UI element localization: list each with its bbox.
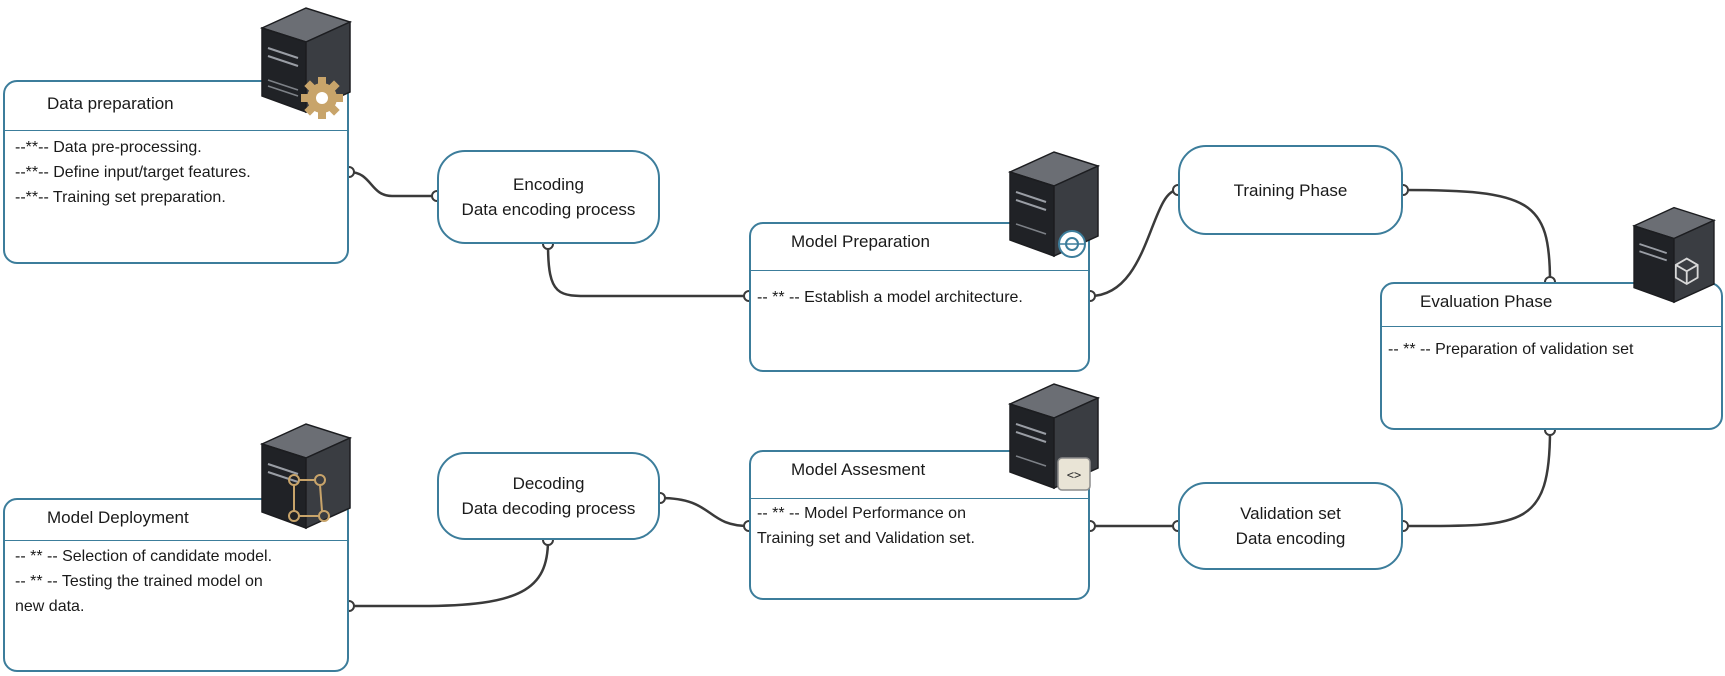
box-divider: [1382, 326, 1721, 327]
body-line: --**-- Training set preparation.: [15, 189, 226, 206]
box-title: Evaluation Phase: [1420, 292, 1553, 311]
body-line: -- ** -- Testing the trained model on: [15, 573, 263, 590]
decoding-node: Decoding Data decoding process: [437, 452, 660, 540]
connector-modelassesment-decoding: [659, 496, 750, 528]
connector-encoding-modelpreparation: [546, 243, 749, 298]
box-title: Model Deployment: [47, 508, 189, 527]
body-line: Training set and Validation set.: [757, 530, 975, 547]
node-label: Encoding: [513, 175, 584, 194]
connector-evaluation-validation: [1402, 429, 1552, 528]
box-body: -- ** -- Preparation of validation set: [1388, 337, 1715, 362]
model-deployment-box: Model Deployment -- ** -- Selection of c…: [3, 498, 349, 672]
node-label: Decoding: [512, 474, 585, 493]
gear-icon: [301, 77, 343, 119]
box-divider: [5, 540, 347, 541]
server-icon: [258, 4, 354, 119]
box-body: -- ** -- Model Performance on Training s…: [757, 501, 1082, 551]
server-icon: [1006, 148, 1102, 258]
server-icon: [258, 420, 354, 530]
box-body: -- ** -- Selection of candidate model. -…: [15, 544, 341, 619]
node-label: Data encoding: [1235, 529, 1346, 548]
server-icon: <>: [1006, 380, 1102, 491]
cube-icon: [1674, 257, 1699, 286]
network-icon: [1058, 230, 1086, 258]
body-line: --**-- Data pre-processing.: [15, 139, 202, 156]
body-line: -- ** -- Selection of candidate model.: [15, 548, 273, 565]
body-line: -- ** -- Establish a model architecture.: [757, 289, 1023, 306]
body-line: --**-- Define input/target features.: [15, 164, 251, 181]
training-phase-node: Training Phase: [1178, 145, 1403, 235]
box-title: Model Assesment: [791, 460, 926, 479]
box-body: -- ** -- Establish a model architecture.: [757, 285, 1082, 310]
box-divider: [751, 498, 1088, 499]
connector-decoding-modeldeployment: [349, 539, 550, 608]
box-body: --**-- Data pre-processing. --**-- Defin…: [15, 135, 341, 210]
node-label: Data encoding process: [461, 200, 636, 219]
data-preparation-box: Data preparation --**-- Data pre-process…: [3, 80, 349, 264]
connector-modelpreparation-training: [1089, 188, 1179, 298]
validation-set-node: Validation set Data encoding: [1178, 482, 1403, 570]
connector-datapreparation-encoding: [348, 170, 437, 198]
node-label: Validation set: [1240, 504, 1341, 523]
body-line: -- ** -- Preparation of validation set: [1388, 341, 1634, 358]
evaluation-phase-box: Evaluation Phase -- ** -- Preparation of…: [1380, 282, 1723, 430]
node-label: Data decoding process: [461, 499, 636, 518]
body-line: -- ** -- Model Performance on: [757, 505, 966, 522]
svg-text:<>: <>: [1067, 468, 1081, 482]
connector-training-evaluation: [1402, 188, 1552, 283]
code-icon: <>: [1057, 457, 1091, 491]
flowchart-icon: [288, 474, 330, 522]
body-line: new data.: [15, 598, 85, 615]
box-title: Model Preparation: [791, 232, 930, 251]
box-title: Data preparation: [47, 94, 174, 113]
server-icon: [1630, 204, 1718, 304]
encoding-node: Encoding Data encoding process: [437, 150, 660, 244]
box-divider: [5, 130, 347, 131]
box-divider: [751, 270, 1088, 271]
node-label: Training Phase: [1233, 180, 1348, 200]
